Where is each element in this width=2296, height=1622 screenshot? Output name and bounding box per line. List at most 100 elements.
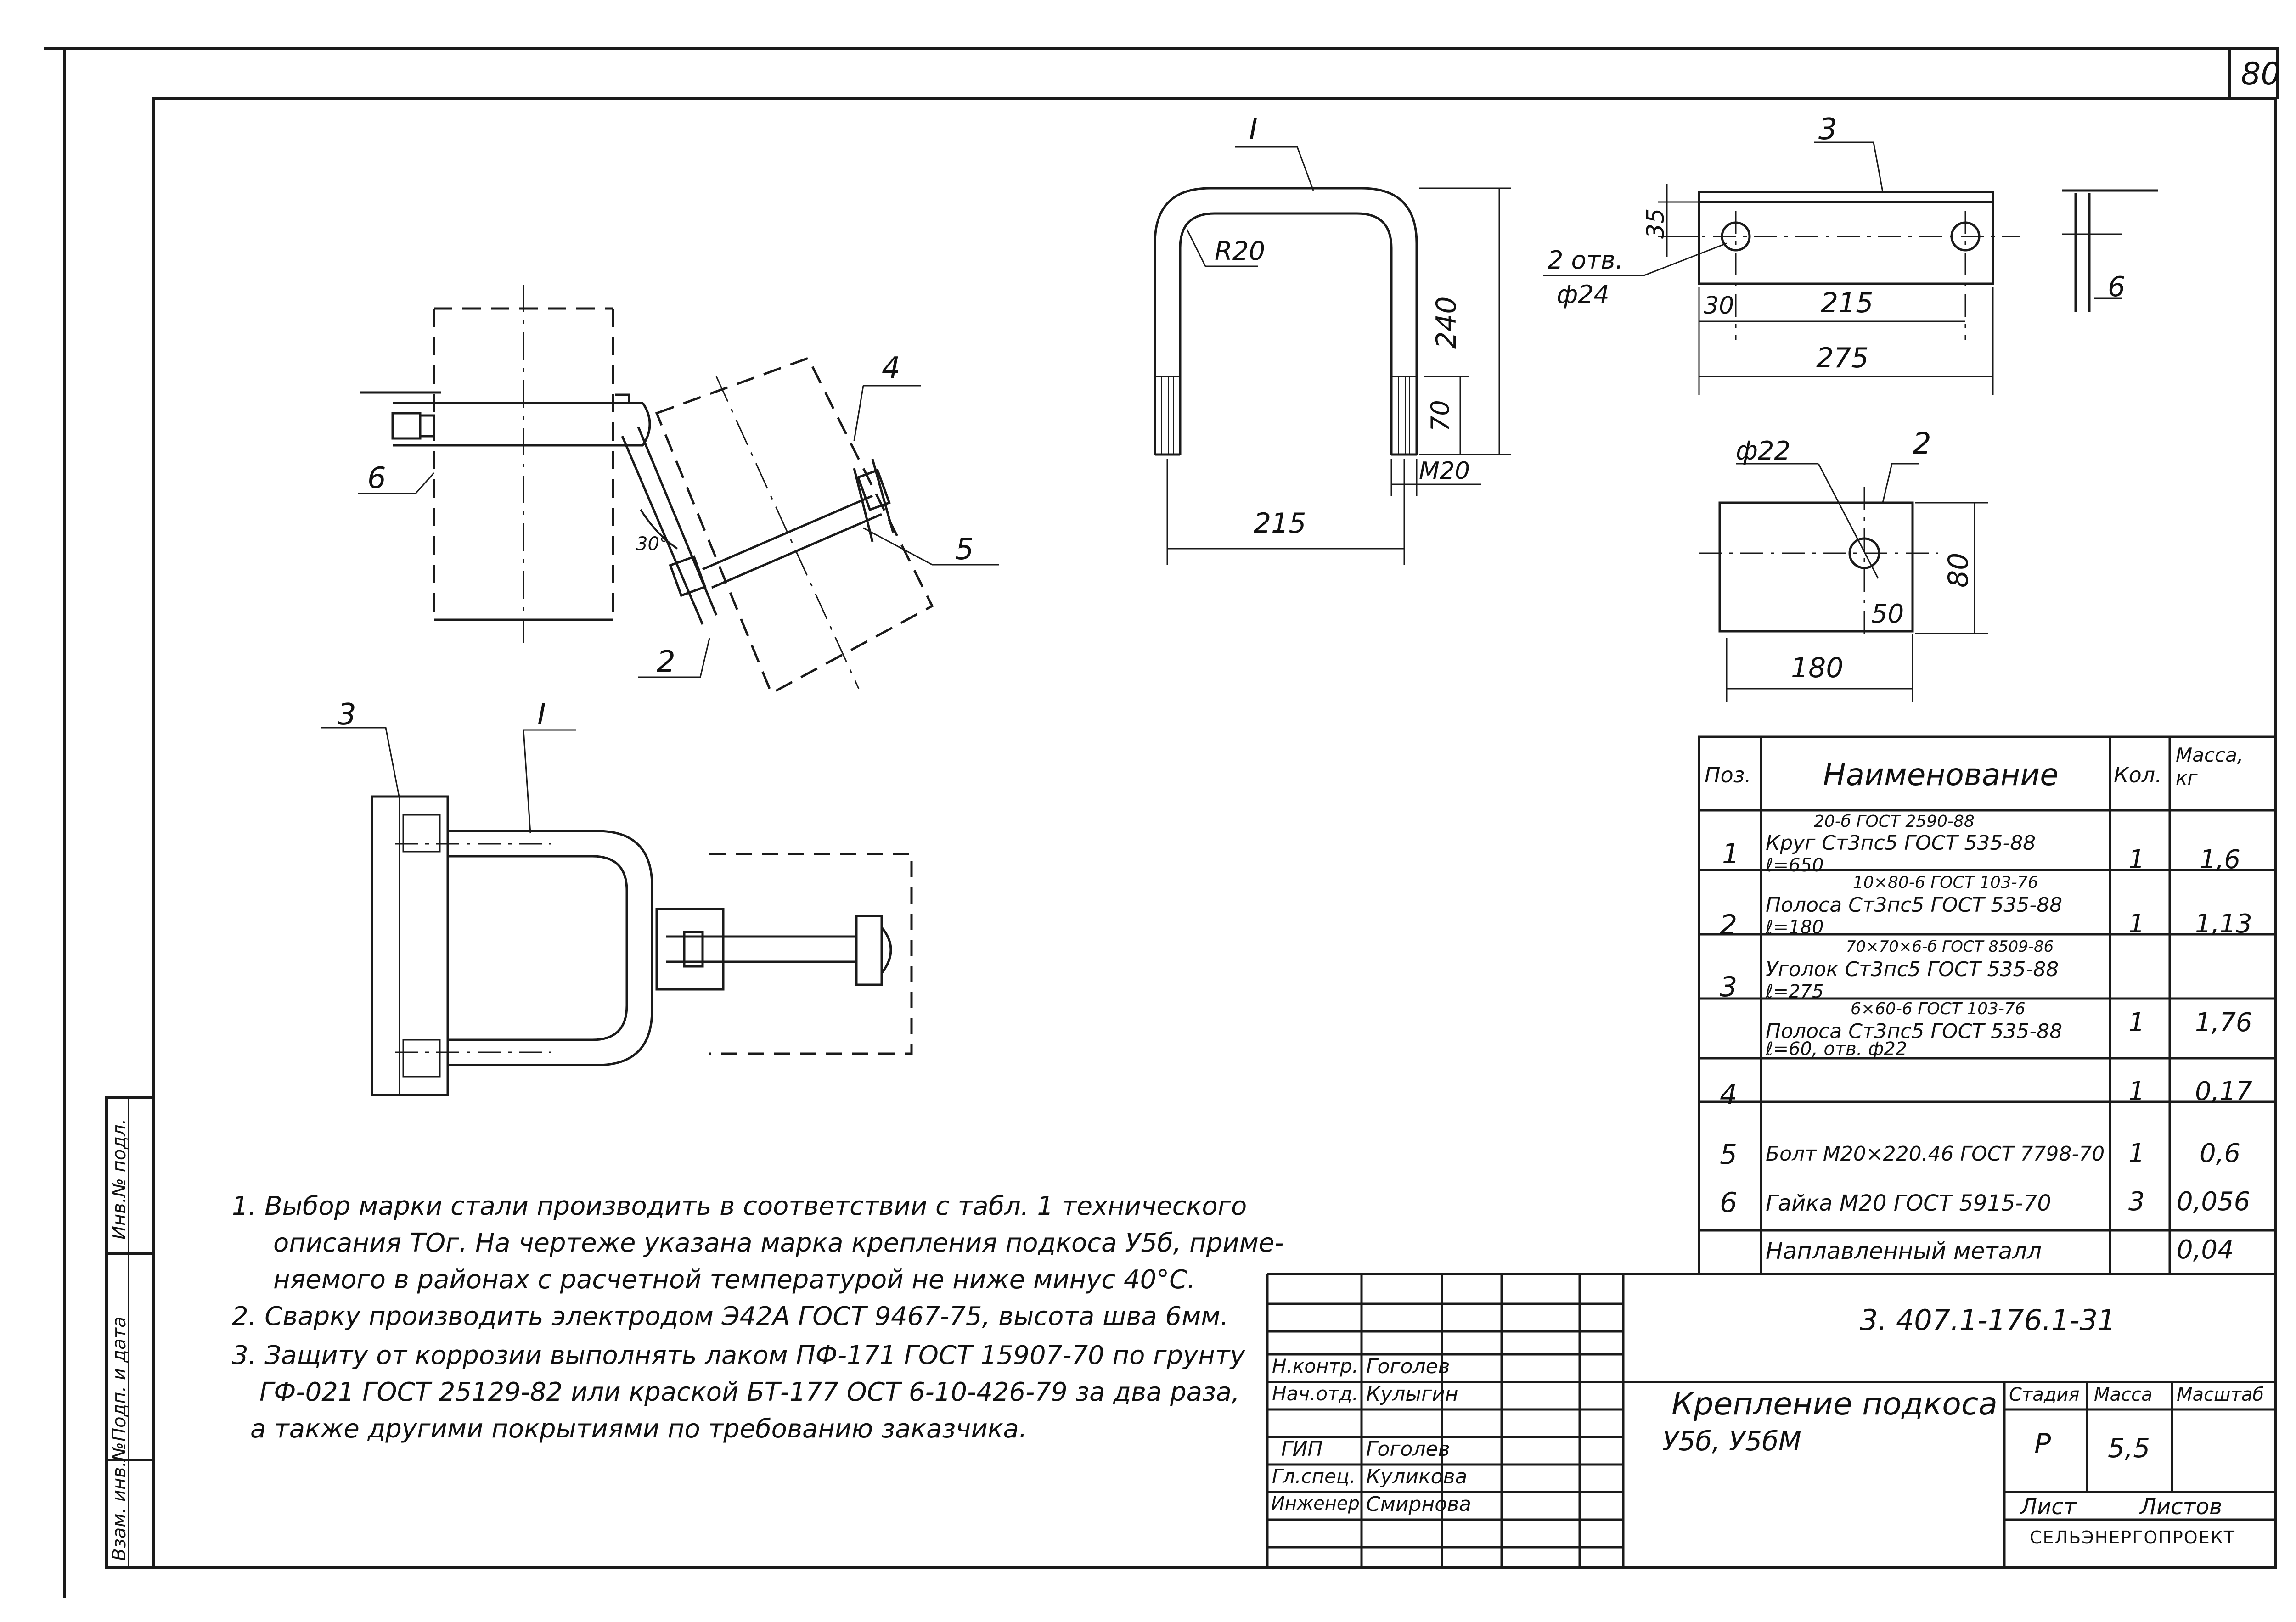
spec-row-1-sub: ℓ=650 — [1766, 855, 1824, 876]
left-stamp-replacement: Взам. инв.№ — [109, 1442, 130, 1561]
spec-row-3-top: 70×70×6-б ГОСТ 8509-86 — [1846, 937, 2054, 956]
organization-name: СЕЛЬЭНЕРГОПРОЕКТ — [2030, 1527, 2235, 1548]
signer-role-5: Инженер — [1271, 1493, 1360, 1514]
notes-block: 1. Выбор марки стали производить в соотв… — [232, 1191, 1284, 1451]
spec-row-4-name: Полоса Ст3пс5 ГОСТ 535-88 — [1766, 1020, 2063, 1043]
spec-row-4-pos: 4 — [1720, 1079, 1738, 1111]
spec-row-6-mass: 0,056 — [2177, 1187, 2251, 1217]
spec-row-1-name: Круг Ст3пс5 ГОСТ 535-88 — [1766, 831, 2036, 855]
u-bolt-radius: R20 — [1215, 236, 1266, 266]
left-stamp-signature-date: Подп. и дата — [109, 1316, 130, 1442]
spec-row-7-mass: 0,04 — [2177, 1235, 2234, 1265]
note-3-line-1: 3. Защиту от коррозии выполнять лаком ПФ… — [232, 1341, 1245, 1370]
assembly-angle: 30° — [636, 533, 669, 555]
spec-row-4-mass: 0,17 — [2195, 1077, 2252, 1106]
page-number-box — [2228, 47, 2279, 99]
u-bolt-label: I — [1249, 112, 1258, 146]
mass-label: Масса — [2094, 1384, 2153, 1405]
spec-row-3-pos: 3 — [1720, 971, 1738, 1003]
spec-row-3-name: Уголок Ст3пс5 ГОСТ 535-88 — [1766, 958, 2059, 981]
u-bolt-width: 215 — [1254, 507, 1306, 539]
assembly-label-nut: 6 — [367, 461, 386, 495]
page-number: 80 — [2241, 56, 2281, 92]
signer-name-4: Куликова — [1366, 1465, 1468, 1488]
spec-row-5-name: Болт М20×220.46 ГОСТ 7798-70 — [1766, 1142, 2105, 1166]
scale-label: Масштаб — [2177, 1384, 2264, 1405]
angle-part-thickness: 6 — [2108, 271, 2126, 303]
spec-row-6-pos: 6 — [1720, 1187, 1738, 1219]
u-bolt-thread: М20 — [1419, 457, 1470, 485]
stage-label: Стадия — [2009, 1384, 2080, 1405]
note-3-line-3: а также другими покрытиями по требованию… — [250, 1414, 1027, 1444]
signer-name-1: Гоголев — [1366, 1355, 1450, 1378]
signer-role-2: Нач.отд. — [1272, 1382, 1359, 1405]
spec-row-3-mass: 1,76 — [2195, 1008, 2252, 1038]
plan-view — [321, 727, 913, 1096]
u-bolt-height: 240 — [1430, 296, 1463, 349]
angle-part-label: 3 — [1818, 112, 1837, 146]
left-stamp-frame — [105, 1096, 155, 1569]
spec-row-5-qty: 1 — [2128, 1139, 2145, 1168]
drawing-title-line-2: У5б, У5бМ — [1662, 1426, 1801, 1457]
plate-part-view — [1699, 463, 1988, 702]
mass-value: 5,5 — [2108, 1432, 2150, 1464]
spec-row-1-qty: 1 — [2128, 845, 2145, 875]
plan-label-angle: 3 — [338, 698, 356, 732]
u-bolt-view — [1154, 146, 1511, 565]
spec-row-3-sub: ℓ=275 — [1766, 981, 1824, 1002]
drawing-title-line-1: Крепление подкоса — [1671, 1386, 1998, 1422]
title-block-grid — [1266, 1273, 2275, 1568]
left-stamp-inventory: Инв.№ подл. — [109, 1118, 130, 1240]
spec-row-2-top: 10×80-6 ГОСТ 103-76 — [1853, 873, 2038, 892]
spec-row-2-sub: ℓ=180 — [1766, 917, 1824, 938]
sheet-label: Лист — [2020, 1494, 2077, 1520]
document-code: 3. 407.1-176.1-31 — [1860, 1303, 2116, 1337]
spec-row-2-name: Полоса Ст3пс5 ГОСТ 535-88 — [1766, 893, 2063, 917]
signer-name-5: Смирнова — [1366, 1493, 1472, 1516]
spec-row-6-qty: 3 — [2128, 1187, 2145, 1217]
plate-part-label: 2 — [1913, 427, 1931, 461]
spec-row-3-qty: 1 — [2128, 1008, 2145, 1038]
spec-row-7-name: Наплавленный металл — [1766, 1238, 2042, 1264]
spec-header-name: Наименование — [1823, 757, 2059, 792]
spec-row-5-mass: 0,6 — [2200, 1139, 2241, 1168]
spec-row-1-pos: 1 — [1722, 838, 1740, 870]
spec-header-mass: Масса, кг — [2176, 744, 2244, 789]
sheets-label: Листов — [2140, 1494, 2223, 1520]
spec-row-2-qty: 1 — [2128, 909, 2145, 939]
spec-header-pos: Поз. — [1705, 763, 1751, 787]
note-1-line-2: описания ТОг. На чертеже указана марка к… — [273, 1228, 1284, 1258]
note-1-line-1: 1. Выбор марки стали производить в соотв… — [232, 1191, 1247, 1221]
note-3-line-2: ГФ-021 ГОСТ 25129-82 или краской БТ-177 … — [259, 1377, 1240, 1407]
angle-part-height: 35 — [1642, 208, 1670, 239]
spec-row-5-pos: 5 — [1720, 1139, 1738, 1171]
signer-role-4: Гл.спец. — [1272, 1465, 1356, 1487]
spec-row-4-top: 6×60-6 ГОСТ 103-76 — [1851, 999, 2026, 1018]
angle-part-offset: 30 — [1704, 292, 1734, 320]
spec-row-1-mass: 1,6 — [2200, 845, 2241, 875]
plate-part-height: 80 — [1942, 552, 1975, 588]
signer-role-3: ГИП — [1281, 1437, 1323, 1461]
spec-row-2-mass: 1,13 — [2195, 909, 2252, 939]
plate-part-hole-dia: ф22 — [1736, 436, 1791, 466]
plan-label-u-bolt: I — [537, 698, 546, 732]
assembly-label-strap: 4 — [882, 351, 900, 385]
signer-name-3: Гоголев — [1366, 1437, 1450, 1461]
plate-part-length: 180 — [1791, 652, 1844, 684]
assembly-label-plate: 2 — [657, 645, 675, 679]
angle-part-spacing: 215 — [1821, 287, 1874, 319]
spec-row-2-pos: 2 — [1720, 909, 1738, 941]
angle-part-length: 275 — [1816, 342, 1869, 374]
note-1-line-3: няемого в районах с расчетной температур… — [273, 1265, 1196, 1295]
outer-frame — [44, 47, 2278, 1598]
spec-row-4-sub: ℓ=60, отв. ф22 — [1766, 1038, 1908, 1060]
stage-value: Р — [2034, 1428, 2051, 1460]
plate-part-offset: 50 — [1871, 599, 1904, 629]
u-bolt-thread-length: 70 — [1426, 400, 1455, 432]
spec-row-1-top: 20-б ГОСТ 2590-88 — [1814, 812, 1975, 831]
angle-part-hole-dia: ф24 — [1557, 280, 1609, 309]
spec-row-6-name: Гайка М20 ГОСТ 5915-70 — [1766, 1190, 2051, 1216]
assembly-view — [358, 285, 999, 695]
spec-header-qty: Кол. — [2114, 763, 2162, 787]
